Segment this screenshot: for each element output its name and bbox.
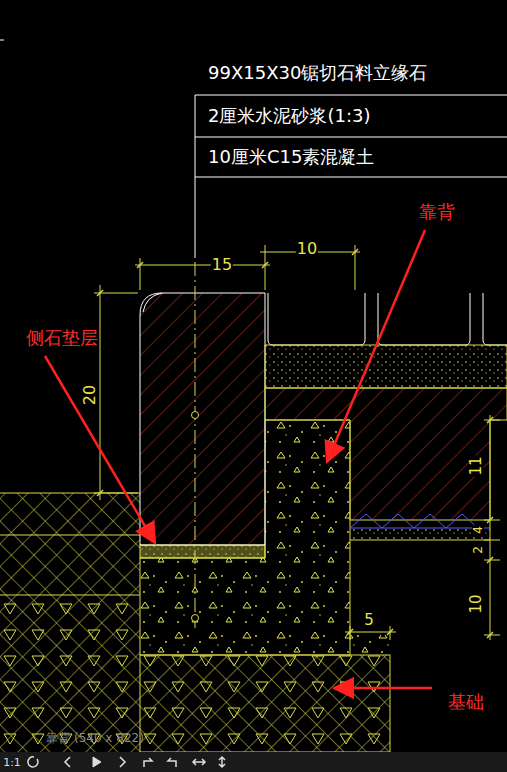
layer-spec: 2厘米水泥砂浆(1:3) xyxy=(196,104,370,128)
dimension: 10 xyxy=(469,593,484,614)
dimension: 10 xyxy=(296,241,318,257)
callout-label: 基础 xyxy=(447,693,485,711)
dimension: 5 xyxy=(363,613,375,628)
zoom-label: 1:1 xyxy=(2,757,22,768)
callout-label: 侧石垫层 xyxy=(25,329,99,347)
spec-row: 2厘米水泥砂浆(1:3) xyxy=(196,96,507,136)
spec-row: 99X15X30锯切石料立缘石 xyxy=(196,52,507,94)
callout-label: 靠背 xyxy=(418,203,456,221)
dimension: 11 xyxy=(469,455,484,476)
spec-row: 10厘米C15素混凝土 xyxy=(196,138,507,176)
layer-spec: 10厘米C15素混凝土 xyxy=(196,145,374,169)
dimension: 15 xyxy=(211,257,233,273)
dimension: 2 xyxy=(472,545,484,555)
dimension: 4 xyxy=(472,525,484,535)
layer-spec: 99X15X30锯切石料立缘石 xyxy=(196,61,427,85)
dimension: 20 xyxy=(82,384,98,406)
file-caption: 靠背 (540 x 822) xyxy=(45,732,145,744)
